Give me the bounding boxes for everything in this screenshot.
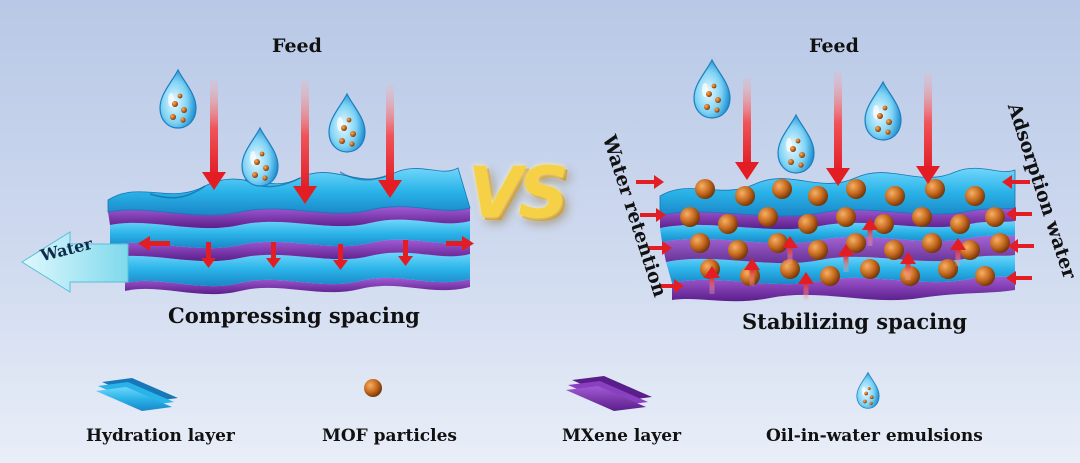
mof-particle	[718, 214, 738, 234]
left-caption: Compressing spacing	[168, 303, 420, 328]
right-feed-label: Feed	[809, 35, 859, 57]
right-droplets	[693, 59, 902, 174]
hydration-layer-icon	[96, 378, 178, 411]
legend-emulsion-label: Oil-in-water emulsions	[766, 426, 983, 446]
mof-particle-icon	[364, 379, 382, 397]
mof-particle	[735, 186, 755, 206]
right-caption: Stabilizing spacing	[742, 309, 968, 334]
legend-mxene-label: MXene layer	[562, 426, 682, 446]
mof-particle	[690, 233, 710, 253]
support-arrow	[798, 272, 814, 300]
mof-particle	[798, 214, 818, 234]
left-membrane	[107, 167, 471, 295]
left-feed-label: Feed	[272, 35, 322, 57]
mof-particle	[820, 266, 840, 286]
support-arrow	[782, 236, 798, 264]
mof-particles	[680, 179, 1010, 286]
right-feed-arrows	[735, 72, 940, 186]
mof-particle	[780, 259, 800, 279]
water-outflow-arrow	[21, 231, 129, 293]
mof-particle	[922, 233, 942, 253]
mof-particle	[768, 233, 788, 253]
left-feed-arrows	[202, 80, 402, 204]
mof-particle	[938, 259, 958, 279]
mof-particle	[758, 207, 778, 227]
mof-particle	[836, 207, 856, 227]
right-support-arrows	[704, 218, 966, 300]
mof-particle	[975, 266, 995, 286]
legend-hydration-label: Hydration layer	[86, 426, 235, 446]
mof-particle	[912, 207, 932, 227]
mof-particle	[772, 179, 792, 199]
support-arrow	[744, 258, 760, 286]
mof-particle	[808, 186, 828, 206]
mof-particle	[925, 179, 945, 199]
mof-particle	[695, 179, 715, 199]
mof-particle	[990, 233, 1010, 253]
mof-particle	[680, 207, 700, 227]
mof-particle	[860, 259, 880, 279]
left-droplets	[159, 69, 366, 187]
mof-particle	[965, 186, 985, 206]
legend-mof-label: MOF particles	[322, 426, 457, 446]
mof-particle	[846, 179, 866, 199]
mof-particle	[885, 186, 905, 206]
mof-particle	[808, 240, 828, 260]
mof-particle	[950, 214, 970, 234]
left-compress-arrows	[138, 236, 474, 270]
mof-particle	[874, 214, 894, 234]
support-arrow	[838, 244, 854, 272]
support-arrow	[950, 238, 966, 266]
mof-particle	[884, 240, 904, 260]
support-arrow	[862, 218, 878, 246]
support-arrow	[900, 252, 916, 280]
vs-label: VS	[468, 152, 569, 234]
mof-particle	[985, 207, 1005, 227]
emulsion-droplet-icon	[856, 372, 880, 409]
right-side-arrows	[636, 175, 1034, 293]
support-arrow	[704, 266, 720, 294]
mof-particle	[728, 240, 748, 260]
mof-particle	[960, 240, 980, 260]
mxene-layer-icon	[566, 376, 652, 411]
mof-particle	[846, 233, 866, 253]
